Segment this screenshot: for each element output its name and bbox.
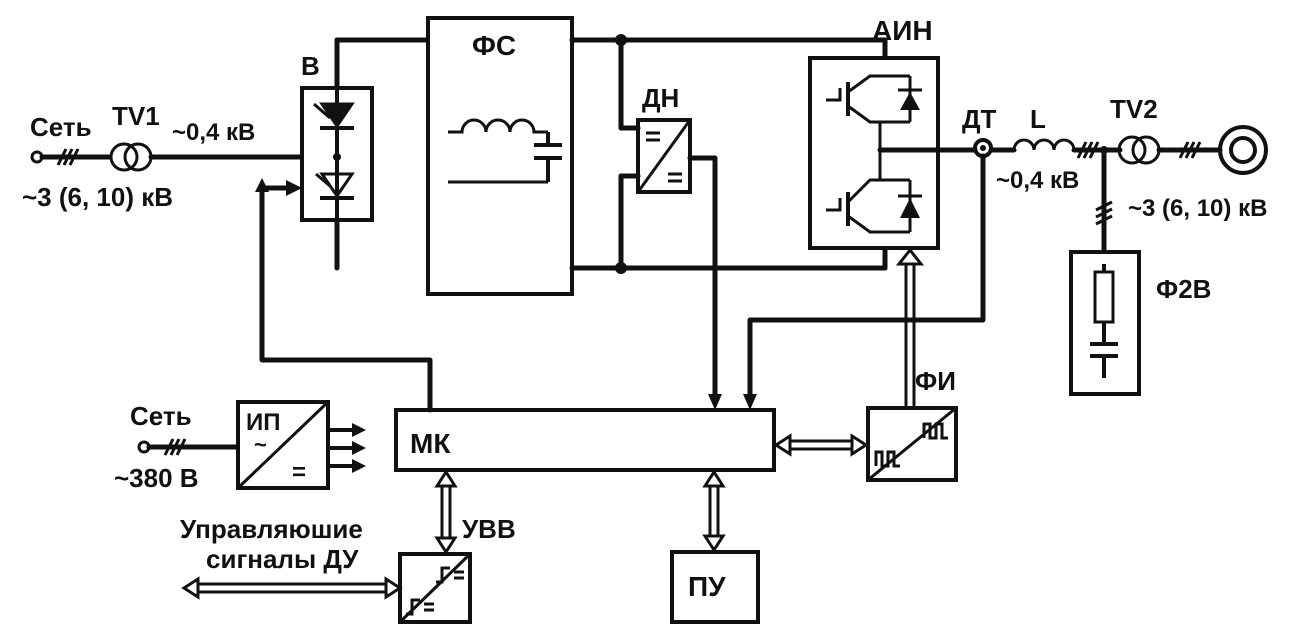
three-phase-tick-mark: [163, 438, 187, 456]
bidirectional-bus-arrow: [434, 469, 458, 555]
igbt-icon: [826, 74, 922, 150]
igbt-icon: [826, 150, 922, 234]
power-supply-dc-symbol: =: [292, 459, 306, 486]
three-phase-tick-mark: [1095, 200, 1113, 226]
input-grid: Сеть ~3 (6, 10) кВ: [22, 112, 173, 212]
control-panel-block: ПУ: [670, 550, 760, 624]
voltage-sensor-label: ДН: [642, 83, 679, 113]
capacitor-icon: [534, 132, 562, 182]
three-phase-tick-mark: [1076, 141, 1100, 159]
current-sensor-label: ДТ: [962, 104, 997, 134]
bidirectional-bus-arrow: [702, 469, 726, 553]
inductor-label: L: [1030, 104, 1046, 134]
output-low-voltage-label: ~0,4 кВ: [996, 167, 1079, 194]
tv1-label: TV1: [112, 101, 160, 131]
remote-signals-arrow: [181, 576, 403, 600]
logic-signal-icon: [436, 566, 464, 584]
io-device-block: [398, 552, 472, 624]
microcontroller-block: МК: [394, 408, 776, 472]
io-device-label: УВВ: [462, 514, 516, 544]
tv1-secondary-voltage-label: ~0,4 кВ: [172, 119, 255, 146]
microcontroller-label: МК: [410, 428, 451, 459]
gate-signal-arrow: [895, 247, 925, 408]
power-output-arrows: [328, 423, 366, 473]
power-supply-block: ИП ~ =: [236, 400, 330, 490]
input-voltage-label: ~3 (6, 10) кВ: [22, 182, 173, 212]
tv2-transformer: TV2: [1110, 94, 1161, 165]
control-panel-label: ПУ: [688, 571, 726, 602]
pulse-wave-icon: [922, 422, 948, 440]
pulse-former-label: ФИ: [915, 366, 956, 396]
rectifier-label: В: [301, 51, 320, 81]
bidirectional-bus-arrow: [773, 433, 869, 457]
pulse-wave-icon: [874, 450, 900, 468]
output-inductor: L: [1012, 104, 1076, 151]
tv1-transformer: TV1: [109, 101, 160, 172]
input-grid-label: Сеть: [30, 112, 92, 142]
rectifier-block: В: [300, 51, 374, 222]
pulse-former-block: ФИ: [866, 366, 958, 482]
thyristor-icon: [315, 172, 355, 200]
remote-signals-label-line2: сигналы ДУ: [206, 544, 359, 574]
motor-icon: [1218, 125, 1268, 175]
remote-signals-label-line1: Управляюшие: [180, 514, 363, 544]
power-supply-ac-symbol: ~: [254, 432, 267, 457]
aux-grid: Сеть ~380 В: [114, 401, 241, 493]
aux-grid-label: Сеть: [130, 401, 192, 431]
power-supply-label: ИП: [246, 409, 281, 436]
inductor-icon: [448, 118, 548, 134]
thyristor-icon: [313, 102, 355, 130]
output-high-voltage-label: ~3 (6, 10) кВ: [1128, 195, 1267, 222]
three-phase-tick-mark: [56, 148, 80, 166]
inverter-block: АИН: [808, 15, 940, 250]
filter-block: ФС: [426, 16, 574, 296]
logic-signal-icon: [406, 598, 434, 616]
harmonic-filter-label: Ф2В: [1156, 274, 1211, 304]
filter-label: ФС: [472, 30, 516, 61]
inverter-label: АИН: [872, 15, 933, 46]
aux-voltage-label: ~380 В: [114, 463, 199, 493]
tv2-label: TV2: [1110, 94, 1158, 124]
harmonic-filter-block: Ф2В: [1069, 250, 1211, 396]
three-phase-tick-mark: [1178, 141, 1202, 159]
voltage-sensor-block: ДН: [636, 83, 692, 194]
